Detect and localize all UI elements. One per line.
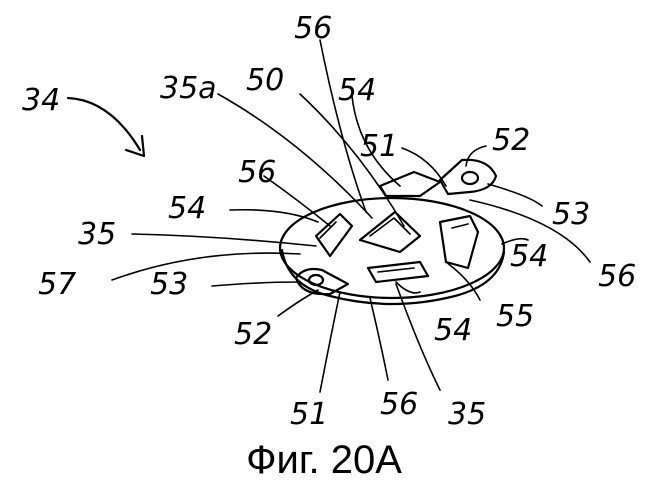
label-50: 50 (246, 63, 284, 98)
label-35a: 35a (160, 71, 217, 106)
tab-right (440, 160, 496, 194)
label-35-bottom: 35 (448, 397, 486, 432)
left-insert (316, 214, 352, 256)
label-56-left: 56 (238, 155, 276, 190)
label-35-left: 35 (78, 217, 116, 252)
center-element (360, 212, 420, 252)
figure-caption: Фиг. 20А (0, 438, 648, 483)
label-53-left: 53 (150, 267, 188, 302)
label-56-right: 56 (598, 259, 636, 294)
label-54-bottom: 54 (434, 313, 472, 348)
label-55: 55 (496, 299, 534, 334)
right-insert (440, 216, 478, 268)
label-56-top: 56 (294, 11, 332, 46)
label-53-right: 53 (552, 197, 590, 232)
label-54-top: 54 (338, 73, 376, 108)
label-34: 34 (22, 83, 60, 118)
label-52-top: 52 (492, 123, 530, 158)
arrow-34 (68, 98, 144, 156)
label-54-right: 54 (510, 239, 548, 274)
tab-left (296, 269, 348, 294)
label-56-bottom: 56 (380, 387, 418, 422)
label-57: 57 (38, 267, 76, 302)
label-51-top: 51 (360, 129, 398, 164)
label-51-bottom: 51 (290, 397, 328, 432)
label-52-bottom: 52 (234, 317, 272, 352)
bottom-insert (368, 262, 428, 282)
label-54-left: 54 (168, 191, 206, 226)
